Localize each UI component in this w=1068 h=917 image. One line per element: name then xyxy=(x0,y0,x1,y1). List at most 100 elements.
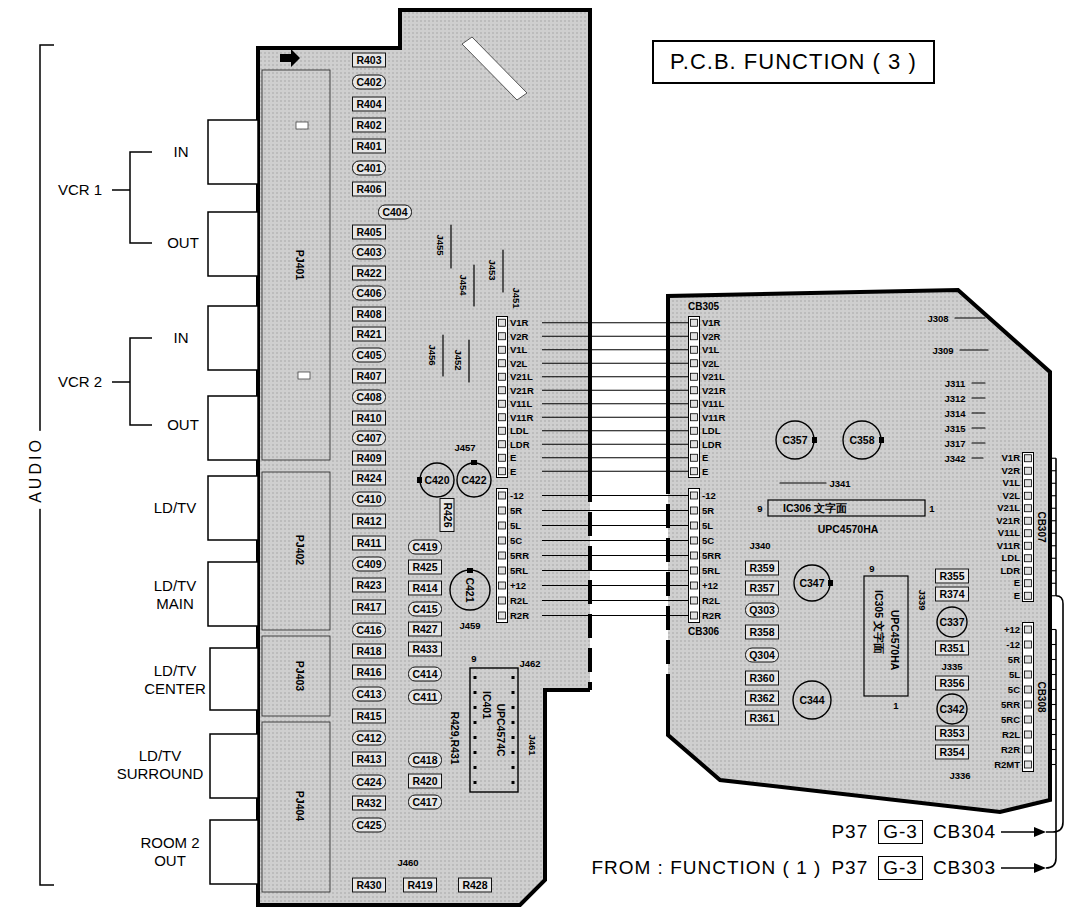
reference-text: FROM : FUNCTION ( 1 ) xyxy=(591,857,821,879)
pin-square xyxy=(691,507,698,514)
jack-label: LD/TV SURROUND xyxy=(114,747,206,783)
group-label: AUDIO xyxy=(25,431,47,509)
pin-square xyxy=(499,522,506,529)
jumper-label: J308 xyxy=(927,313,948,324)
capacitor-label: C416 xyxy=(352,623,386,638)
pin-square xyxy=(691,454,698,461)
jumper-label: J453 xyxy=(487,259,498,280)
jack-label: LD/TV xyxy=(139,499,211,517)
jack-outline xyxy=(262,70,330,460)
pin-square xyxy=(499,360,506,367)
capacitor-label: C401 xyxy=(352,161,386,176)
jack-symbol xyxy=(210,648,258,710)
wire xyxy=(1048,508,1056,509)
wire xyxy=(1046,596,1063,832)
wire xyxy=(542,403,688,404)
pin-square xyxy=(499,454,506,461)
connector-housing xyxy=(1023,453,1034,602)
jack-label: VCR 1 xyxy=(45,181,115,199)
jumper-label: J315 xyxy=(944,423,965,434)
capacitor-symbol xyxy=(794,565,830,601)
resistor-label: R404 xyxy=(352,97,386,112)
reference-text: P37 xyxy=(831,857,868,879)
resistor-label: R424 xyxy=(352,471,386,486)
wire-bundle xyxy=(542,496,688,616)
jumper-label: J309 xyxy=(932,345,953,356)
jumper-label: J459 xyxy=(459,620,480,631)
resistor-label: R361 xyxy=(745,711,779,726)
wire xyxy=(1048,749,1056,750)
resistor-label: R414 xyxy=(408,581,442,596)
connector-pins xyxy=(688,316,700,478)
jumper-label: J451 xyxy=(511,287,522,308)
board-pad xyxy=(296,122,308,129)
polarity-mark xyxy=(879,437,884,443)
wire xyxy=(542,510,688,511)
resistor-label: R430 xyxy=(352,878,386,893)
jack-label: OUT xyxy=(158,416,208,434)
capacitor-label: C409 xyxy=(352,557,386,572)
jumper-label: J342 xyxy=(944,453,965,464)
wire xyxy=(542,555,688,556)
wire-bundle xyxy=(1046,630,1056,869)
capacitor-label: C415 xyxy=(408,602,442,617)
jumper-label: J456 xyxy=(427,344,438,365)
part-label: R429,R431 xyxy=(449,711,461,764)
pin-square xyxy=(691,319,698,326)
jumper-label: J454 xyxy=(458,274,469,295)
connector-block: +12 -12 5R 5L 5C 5RR 5RC R2L R2R R2MTCB3… xyxy=(988,622,1048,772)
arrowhead xyxy=(1034,827,1046,837)
resistor-label: R415 xyxy=(352,709,386,724)
jack-symbol xyxy=(210,734,258,798)
capacitor-symbol xyxy=(420,463,454,497)
connector-pins xyxy=(1022,452,1034,602)
jack-label: VCR 2 xyxy=(45,373,115,391)
pin-labels: V1R V2R V1L V2L V21L V21R V11L V11R LDL … xyxy=(508,316,542,478)
wire xyxy=(542,600,688,601)
connector-row: V1R V2R V1L V2L V21L V21R V11L V11R LDL … xyxy=(688,316,734,478)
board-outline xyxy=(668,290,1050,812)
part-label: IC305 文字面 xyxy=(873,590,885,654)
jumper-label: 9 xyxy=(471,653,476,664)
jumper-label: J336 xyxy=(949,770,970,781)
pin-square xyxy=(499,612,506,619)
wire xyxy=(1055,458,1057,596)
ic-outline xyxy=(864,576,908,696)
reference-line xyxy=(1001,867,1036,868)
jumper-label: J455 xyxy=(435,234,446,255)
reference-row: FROM : FUNCTION ( 1 )P37G-3CB303 xyxy=(591,855,996,881)
pin-square xyxy=(1025,567,1032,574)
polarity-mark xyxy=(828,580,833,586)
pin-square xyxy=(499,597,506,604)
jack-symbol xyxy=(210,820,258,884)
resistor-label: R412 xyxy=(352,514,386,529)
pin-labels: V1R V2R V1L V2L V21L V21R V11L V11R LDL … xyxy=(700,316,734,478)
pin-square xyxy=(499,414,506,421)
pin-square xyxy=(1025,467,1032,474)
part-label: C422 xyxy=(461,474,486,486)
resistor-label: R416 xyxy=(352,665,386,680)
jack-outline xyxy=(262,722,330,892)
wire xyxy=(1046,765,1056,869)
connector-row: -12 5R 5L 5C 5RR 5RL +12 R2L R2R xyxy=(688,488,734,623)
connector-row: V1R V2R V1L V2L V21L V21R V11L V11R LDL … xyxy=(988,452,1048,602)
jack-label: OUT xyxy=(158,234,208,252)
capacitor-symbol xyxy=(843,421,881,459)
pin-square xyxy=(1025,455,1032,462)
part-label: IC306 文字面 xyxy=(783,502,847,514)
reference-text: G-3 xyxy=(878,820,923,844)
wire xyxy=(542,495,688,496)
pin-square xyxy=(1025,626,1032,633)
wire xyxy=(1048,764,1056,765)
part-label: UPC4570HA xyxy=(818,523,879,535)
pin-square xyxy=(499,333,506,340)
pin-square xyxy=(499,441,506,448)
wire-bundle xyxy=(542,323,688,472)
connector-block: -12 5R 5L 5C 5RR 5RL +12 R2L R2RCB306 xyxy=(688,488,734,639)
jumper-label: J335 xyxy=(941,661,962,672)
wire xyxy=(542,376,688,377)
resistor-label: R355 xyxy=(935,569,969,584)
resistor-label: R422 xyxy=(352,266,386,281)
reference-text: P37 xyxy=(831,821,868,843)
